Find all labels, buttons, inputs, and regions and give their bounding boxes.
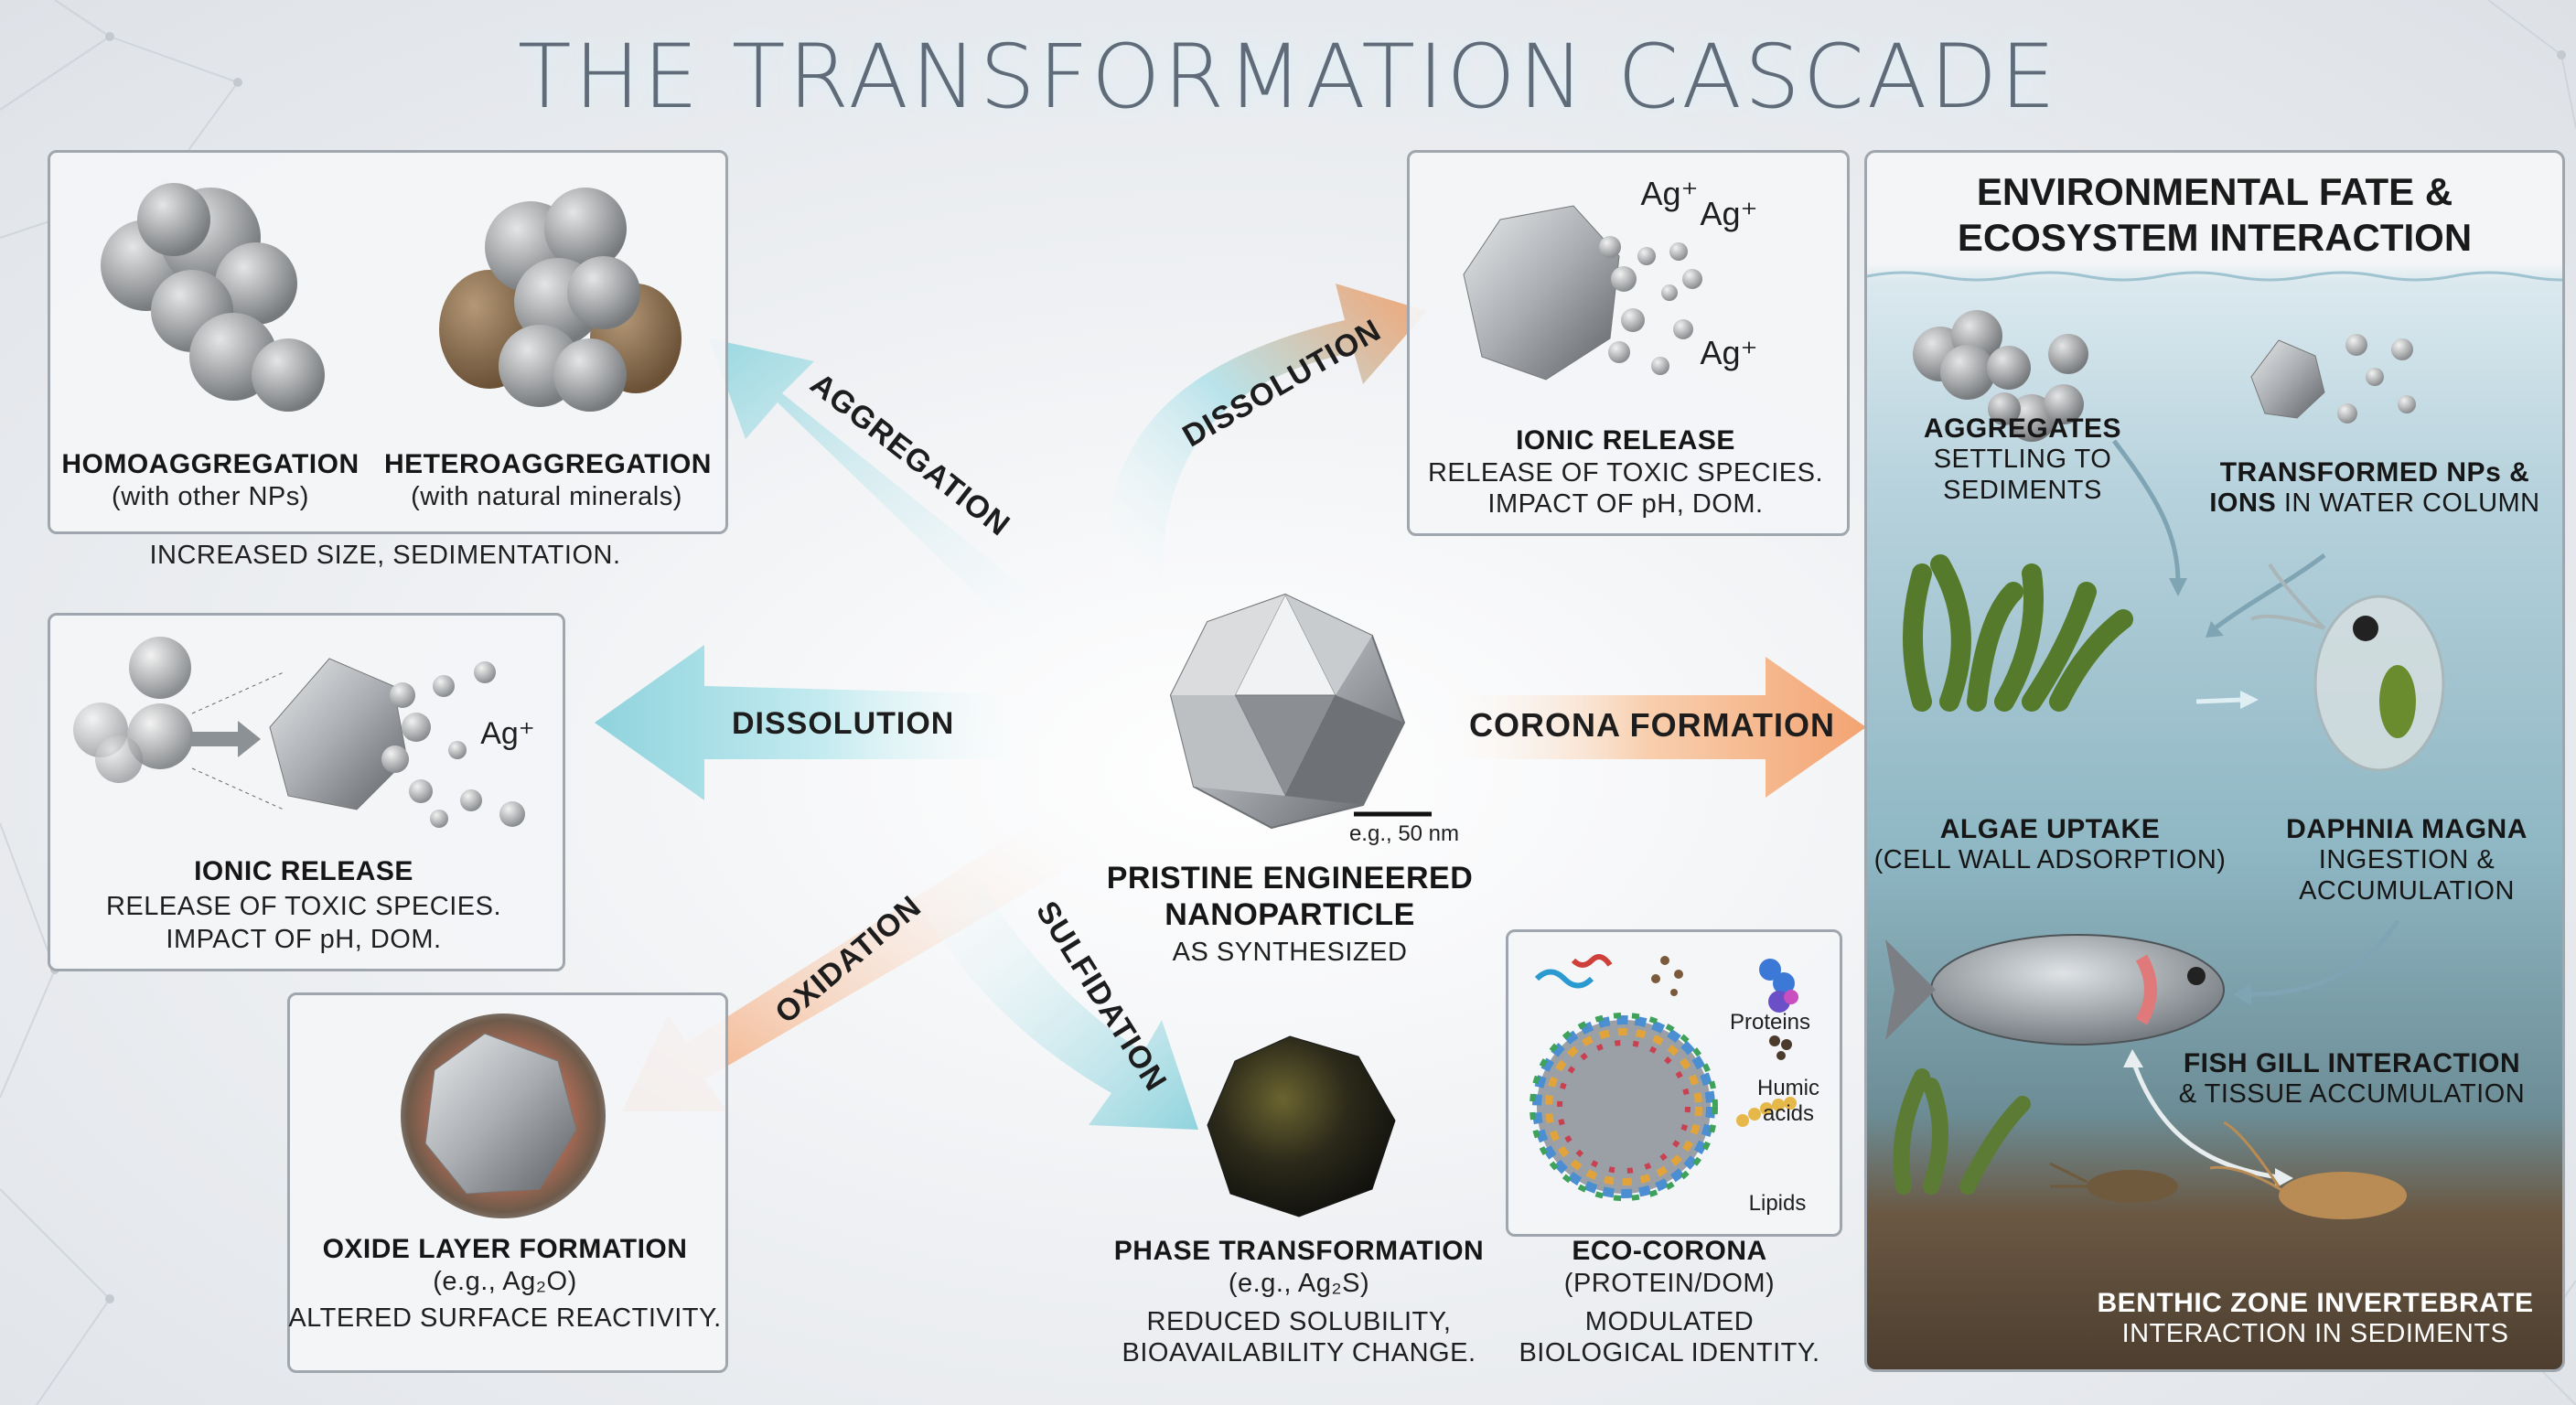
- dissolution-left-arrow: [595, 645, 1052, 800]
- ionic-release-top-line2: IMPACT OF pH, DOM.: [1487, 489, 1764, 519]
- benthic-invertebrate-icon: [2049, 1121, 2407, 1219]
- proteins-label: Proteins: [1729, 1010, 1811, 1035]
- fish-sub: & TISSUE ACCUMULATION: [2178, 1079, 2526, 1109]
- aggregation-arrow: [709, 338, 1098, 640]
- aggregates-line2: SEDIMENTS: [1943, 476, 2102, 505]
- environment-title: ENVIRONMENTAL FATE & ECOSYSTEM INTERACTI…: [1867, 169, 2562, 262]
- eco-corona-illustration: [1530, 954, 1798, 1201]
- aggregates-title: AGGREGATES: [1923, 413, 2122, 444]
- ionic-release-left-title: IONIC RELEASE: [194, 856, 413, 886]
- pristine-nanoparticle: [1169, 593, 1432, 830]
- phase-transformation-line2: BIOAVAILABILITY CHANGE.: [1122, 1338, 1476, 1367]
- aggregates-line1: SETTLING TO: [1933, 445, 2112, 474]
- dissolution-left-label: DISSOLUTION: [732, 706, 955, 741]
- benthic-sub: INTERACTION IN SEDIMENTS: [2121, 1319, 2509, 1348]
- fish-title: FISH GILL INTERACTION: [2183, 1048, 2521, 1078]
- algae-title: ALGAE UPTAKE: [1939, 814, 2161, 844]
- aggregation-caption: INCREASED SIZE, SEDIMENTATION.: [149, 541, 621, 570]
- benthic-title: BENTHIC ZONE INVERTEBRATE: [2097, 1288, 2534, 1318]
- humic-label-2: acids: [1762, 1101, 1815, 1126]
- humic-acid-icon: [1769, 1035, 1792, 1060]
- lipids-label: Lipids: [1748, 1191, 1807, 1216]
- transformed-line2: IONS IN WATER COLUMN: [2187, 488, 2562, 520]
- scale-bar-label: e.g., 50 nm: [1348, 821, 1460, 846]
- protein-icon: [1759, 959, 1798, 1013]
- center-subtitle: AS SYNTHESIZED: [1172, 938, 1408, 967]
- corona-formation-label: CORONA FORMATION: [1469, 706, 1835, 744]
- environment-title-1: ENVIRONMENTAL FATE &: [1976, 170, 2453, 213]
- ionic-release-top-illustration: [1463, 205, 1702, 381]
- ion-label-top-3: Ag⁺: [1700, 334, 1758, 371]
- ionic-release-left-line1: RELEASE OF TOXIC SPECIES.: [105, 892, 502, 921]
- transformed-title: TRANSFORMED NPs &: [2219, 457, 2530, 488]
- heteroaggregation-sub: (with natural minerals): [411, 482, 682, 511]
- eco-corona-line1: MODULATED: [1584, 1307, 1755, 1336]
- daphnia-title: DAPHNIA MAGNA: [2286, 814, 2528, 844]
- oxide-layer-particle: [401, 1014, 606, 1218]
- ionic-release-left-illustration: [73, 637, 525, 828]
- daphnia-line1: INGESTION &: [2318, 845, 2496, 874]
- seaweed-icon: [1893, 1068, 2031, 1195]
- ionic-release-top-title: IONIC RELEASE: [1516, 425, 1735, 456]
- oxide-layer-title: OXIDE LAYER FORMATION: [322, 1234, 688, 1264]
- phase-transformation-line1: REDUCED SOLUBILITY,: [1146, 1307, 1452, 1336]
- homoaggregation-sub: (with other NPs): [112, 482, 309, 511]
- daphnia-icon: [2250, 563, 2445, 772]
- oxide-formula: (e.g., Ag₂O): [433, 1267, 577, 1296]
- environment-panel: ENVIRONMENTAL FATE & ECOSYSTEM INTERACTI…: [1864, 150, 2565, 1372]
- dissolution-top-arrow: [1105, 284, 1427, 585]
- center-title-2: NANOPARTICLE: [1165, 897, 1415, 932]
- algae-sub: (CELL WALL ADSORPTION): [1873, 845, 2227, 874]
- environment-title-2: ECOSYSTEM INTERACTION: [1957, 216, 2473, 260]
- transformed-np-icon: [2250, 334, 2416, 424]
- ionic-release-top-line1: RELEASE OF TOXIC SPECIES.: [1427, 458, 1824, 488]
- sulfidation-arrow: [915, 860, 1198, 1130]
- oxidation-caption: ALTERED SURFACE REACTIVITY.: [288, 1303, 722, 1333]
- eco-corona-sub: (PROTEIN/DOM): [1563, 1269, 1776, 1298]
- eco-corona-line2: BIOLOGICAL IDENTITY.: [1519, 1338, 1820, 1367]
- daphnia-line2: ACCUMULATION: [2299, 876, 2515, 906]
- aggregates-icon: [1913, 310, 2088, 442]
- ion-label-left: Ag⁺: [480, 716, 535, 751]
- humic-label-1: Humic: [1756, 1076, 1819, 1100]
- heteroaggregation-title: HETEROAGGREGATION: [384, 449, 712, 479]
- transformed-rest: IN WATER COLUMN: [2276, 488, 2540, 518]
- heteroaggregate-icon: [439, 188, 682, 412]
- phase-transformation-title: PHASE TRANSFORMATION: [1113, 1236, 1485, 1266]
- sulfide-particle: [1207, 1035, 1396, 1217]
- homoaggregate-icon: [101, 183, 325, 412]
- corona-formation-arrow: [1427, 657, 1866, 798]
- ecosystem-illustration: [1867, 271, 2562, 1219]
- transformed-ions: IONS: [2209, 488, 2277, 518]
- sulfide-formula: (e.g., Ag₂S): [1228, 1269, 1370, 1298]
- algae-icon: [1903, 554, 2133, 712]
- ion-label-top-2: Ag⁺: [1700, 195, 1758, 232]
- fish-icon: [1885, 934, 2225, 1046]
- ionic-release-left-line2: IMPACT OF pH, DOM.: [166, 925, 442, 954]
- homoaggregation-title: HOMOAGGREGATION: [61, 449, 360, 479]
- aggregate-illustrations: [101, 183, 682, 412]
- lipid-icon: [1736, 1097, 1797, 1127]
- eco-corona-title: ECO-CORONA: [1572, 1236, 1767, 1266]
- ion-label-top-1: Ag⁺: [1640, 175, 1699, 212]
- center-title-1: PRISTINE ENGINEERED: [1106, 861, 1474, 896]
- page-title: THE TRANSFORMATION CASCADE: [517, 26, 2059, 128]
